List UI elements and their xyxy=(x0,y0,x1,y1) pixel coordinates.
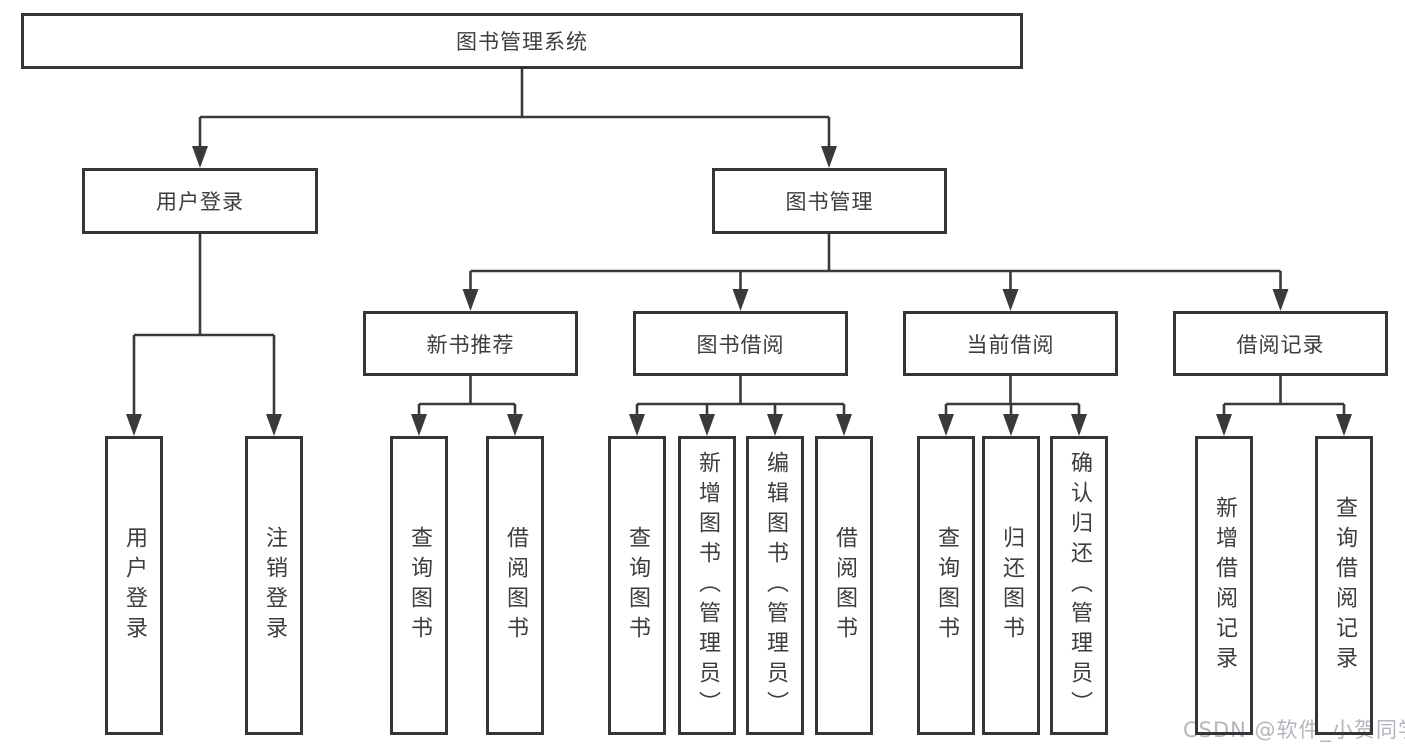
leaf-confirm-return-admin: 确认归还（管理员） xyxy=(1050,436,1108,735)
leaf-borrowing-query-books-label: 查询图书 xyxy=(625,525,650,646)
leaf-return-books: 归还图书 xyxy=(982,436,1040,735)
leaf-user-login-label: 用户登录 xyxy=(122,525,147,646)
leaf-add-borrow-record: 新增借阅记录 xyxy=(1195,436,1253,735)
leaf-query-borrow-record: 查询借阅记录 xyxy=(1315,436,1373,735)
node-borrowing-records-label: 借阅记录 xyxy=(1236,332,1325,357)
node-user-login: 用户登录 xyxy=(82,168,318,234)
leaf-recommend-query-books-label: 查询图书 xyxy=(407,525,432,646)
leaf-user-login: 用户登录 xyxy=(105,436,163,735)
leaf-logout-label: 注销登录 xyxy=(262,525,287,646)
leaf-borrowing-query-books: 查询图书 xyxy=(608,436,666,735)
csdn-watermark: CSDN @软件_小贺同学 xyxy=(1183,718,1405,742)
node-book-management: 图书管理 xyxy=(712,168,947,234)
leaf-add-borrow-record-label: 新增借阅记录 xyxy=(1212,495,1237,676)
leaf-recommend-query-books: 查询图书 xyxy=(390,436,448,735)
leaf-current-query-books: 查询图书 xyxy=(917,436,975,735)
leaf-add-books-admin-label: 新增图书（管理员） xyxy=(695,450,720,721)
leaf-recommend-borrow-books-label: 借阅图书 xyxy=(503,525,528,646)
leaf-return-books-label: 归还图书 xyxy=(999,525,1024,646)
node-current-borrowing: 当前借阅 xyxy=(903,311,1118,376)
node-book-management-label: 图书管理 xyxy=(785,190,874,214)
node-book-borrowing-label: 图书借阅 xyxy=(696,332,785,357)
leaf-borrowing-borrow-books: 借阅图书 xyxy=(815,436,873,735)
node-book-borrowing: 图书借阅 xyxy=(633,311,848,376)
node-new-book-recommend-label: 新书推荐 xyxy=(426,332,515,357)
node-new-book-recommend: 新书推荐 xyxy=(363,311,578,376)
leaf-current-query-books-label: 查询图书 xyxy=(934,525,959,646)
node-current-borrowing-label: 当前借阅 xyxy=(966,332,1055,357)
leaf-edit-books-admin-label: 编辑图书（管理员） xyxy=(763,450,788,721)
leaf-recommend-borrow-books: 借阅图书 xyxy=(486,436,544,735)
node-user-login-label: 用户登录 xyxy=(156,190,244,214)
leaf-borrowing-borrow-books-label: 借阅图书 xyxy=(832,525,857,646)
leaf-add-books-admin: 新增图书（管理员） xyxy=(678,436,736,735)
node-borrowing-records: 借阅记录 xyxy=(1173,311,1388,376)
leaf-confirm-return-admin-label: 确认归还（管理员） xyxy=(1067,450,1092,721)
node-root-system: 图书管理系统 xyxy=(21,13,1023,69)
leaf-edit-books-admin: 编辑图书（管理员） xyxy=(746,436,804,735)
node-root-label: 图书管理系统 xyxy=(456,30,588,54)
leaf-query-borrow-record-label: 查询借阅记录 xyxy=(1332,495,1357,676)
leaf-logout: 注销登录 xyxy=(245,436,303,735)
